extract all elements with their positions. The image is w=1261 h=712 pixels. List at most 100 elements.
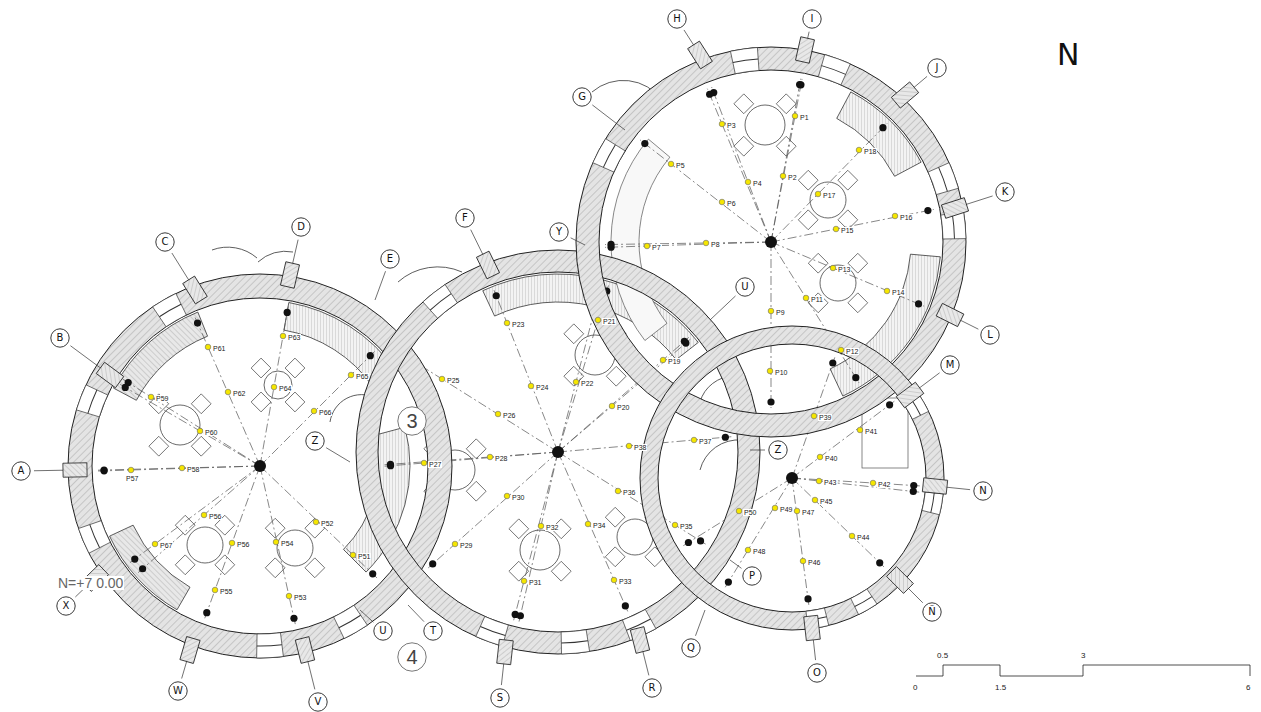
survey-point [197,428,203,434]
survey-point [350,552,356,558]
axis-line [605,242,771,245]
window [593,139,625,172]
grid-letter: K [1002,187,1009,197]
grid-letter: U [741,282,748,292]
grid-letter: M [946,360,955,370]
axis-line [771,123,887,242]
survey-point [271,384,277,390]
survey-point [487,454,493,460]
axis-line [384,452,558,465]
axis-line [494,290,558,452]
window [423,285,458,319]
point-label: P35 [679,523,693,530]
window-glass [257,644,282,646]
survey-point [528,383,534,389]
buttress [887,567,914,594]
wall-ring [68,274,452,658]
section-marker: 4 [397,642,427,672]
window [922,492,943,515]
point-label: P9 [775,309,786,316]
axis-line [792,478,809,605]
window [561,630,589,654]
point-label: P43 [823,479,837,486]
survey-point [644,243,650,249]
table [745,105,785,145]
survey-point [313,519,319,525]
buttress [63,463,87,477]
column-dot [722,434,729,441]
plan-note: 0 [912,684,918,692]
point-label: P10 [774,369,788,376]
point-label: P38 [633,444,647,451]
buttress [497,639,514,664]
point-label: P56 [208,513,222,520]
point-label: P46 [807,559,821,566]
point-label: P37 [698,438,712,445]
grid-bubble: M [940,355,960,375]
column-dot [685,539,692,546]
window-glass [603,144,616,167]
grid-letter: I [811,14,814,24]
survey-point [348,372,354,378]
buttress [891,82,918,108]
grid-letter: G [578,92,586,102]
point-label: P4 [752,180,763,187]
grid-letter: P [749,571,755,581]
axis-line [771,79,801,242]
grid-bubble: G [572,87,592,107]
buttress [180,637,200,664]
grid-bubble: S [490,688,510,708]
survey-point [857,427,863,433]
point-label: P52 [320,520,334,527]
axis-line [205,466,260,618]
buttress [183,276,208,304]
axis-line [792,478,920,486]
point-label: P61 [212,345,226,352]
column-dot [194,319,201,326]
survey-point [745,547,751,553]
column-dot [796,81,803,88]
grid-bubble: U [735,277,755,297]
survey-point [311,408,317,414]
point-label: P13 [837,266,851,273]
plan-note: 6 [1245,684,1251,692]
grid-letter: Z [312,436,319,446]
column-dot [369,570,376,577]
column-dot [622,602,629,609]
survey-point [611,577,617,583]
survey-point [803,295,809,301]
plan-note: 0.5 [936,652,949,660]
grid-letter: Q [687,643,695,653]
door-swing [212,247,257,258]
axis-line [123,379,260,466]
survey-point [573,379,579,385]
axis-line [98,466,260,471]
grid-bubble: U [373,621,393,641]
column-dot [886,401,893,408]
axis-line [605,242,771,247]
point-label: P8 [710,241,721,248]
axis-line [558,452,706,544]
grid-bubble: N [973,481,993,501]
column-dot [493,292,500,299]
axis-line [707,89,771,242]
column-dot [100,467,107,474]
point-label: P17 [822,192,836,199]
axis-line [385,452,558,466]
column-dot [804,595,811,602]
point-label: P25 [446,377,460,384]
point-label: P30 [511,494,525,501]
window [851,589,877,615]
grid-letter: C [162,237,169,247]
survey-point [719,121,725,127]
point-label: P53 [293,594,307,601]
buttress [295,637,314,664]
grid-bubble: F [455,208,475,228]
survey-point [830,265,836,271]
point-label: P29 [459,542,473,549]
scale-bar [916,665,1250,676]
point-label: P15 [840,227,854,234]
point-label: P24 [535,384,549,391]
grid-letter: D [297,222,305,232]
axis-line [120,384,260,466]
